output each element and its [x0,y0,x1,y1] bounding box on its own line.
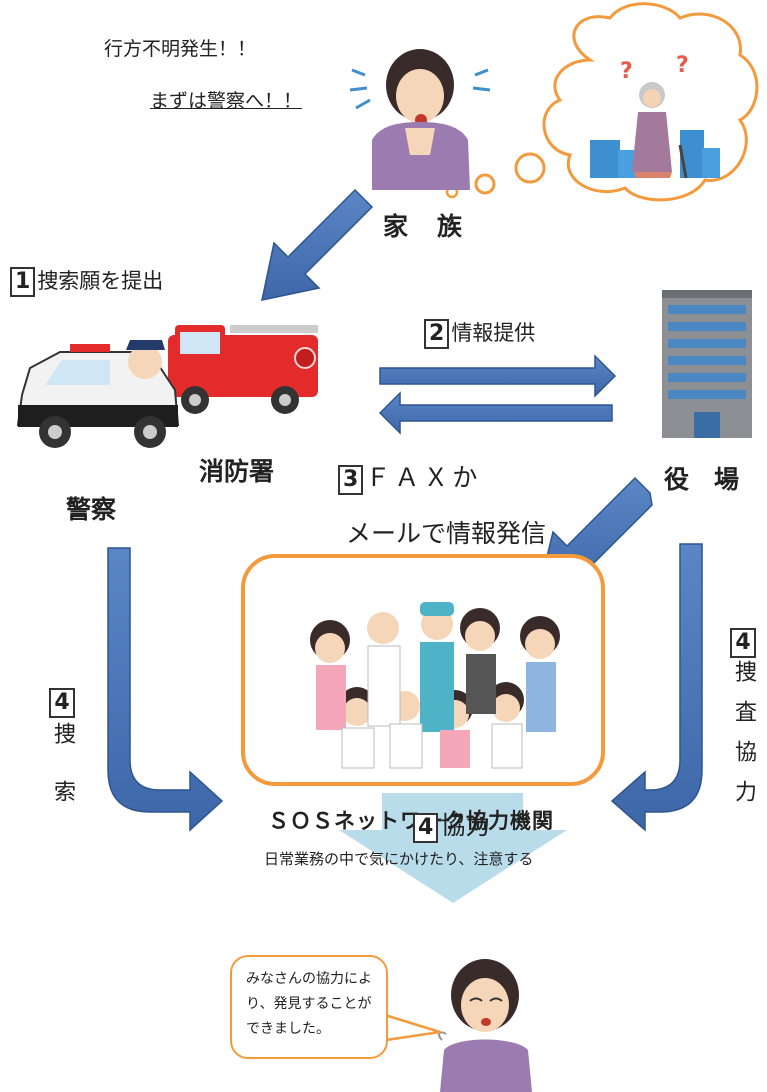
arrow-family-to-police [261,188,374,301]
fire-truck-illustration [168,325,318,414]
police-car-illustration [16,340,180,448]
arrow-office-investigate [610,543,703,832]
svg-text:?: ? [620,59,633,84]
police-label: 警察 [66,495,117,524]
fire-station-label: 消防署 [199,457,275,486]
network-title: ＳＯＳネットワーク協力機関 [268,809,554,833]
step2-number: 2 [424,319,450,349]
family-woman-illustration [349,49,491,190]
family-speech-line1: 行方不明発生！！ [104,38,257,60]
step3-number: 3 [338,465,364,495]
investigate-text: 捜査協力 [731,660,756,820]
network-description: 日常業務の中で気にかけたり、注意する [264,850,534,868]
investigate-label: 4 捜査協力 [724,628,762,820]
step1-text: 捜索願を提出 [37,269,164,293]
investigate-number: 4 [730,628,756,658]
search-label: 4 捜索 [44,688,80,838]
lost-elderly-illustration: ? ? [590,53,720,179]
arrow-police-search [107,547,224,832]
thanks-speech-bubble: みなさんの協力により、発見することができました。 [230,955,388,1059]
office-label: 役 場 [664,465,740,494]
cooperate-text: 協力 [440,811,491,840]
arrow-network-cooperate [339,793,567,903]
found-person-illustration [438,959,532,1092]
search-text: 捜索 [50,722,75,838]
svg-text:?: ? [676,53,689,78]
step2-text: 情報提供 [451,321,536,345]
arrow-info-to-office [379,354,617,398]
office-building-illustration [662,290,752,438]
cooperate-number: 4 [413,813,439,843]
step3-text: ＦＡＸか [365,463,482,492]
step1-number: 1 [10,267,36,297]
family-label: 家 族 [383,212,465,241]
network-workers-illustration [310,602,560,769]
arrow-office-to-left [378,391,613,435]
thanks-text: みなさんの協力により、発見することができました。 [246,971,372,1037]
speech-bubble-tail [384,1013,441,1042]
search-number: 4 [49,688,75,718]
family-speech-line2: まずは警察へ！！ [150,90,303,112]
step3-line2: メールで情報発信 [346,519,547,548]
